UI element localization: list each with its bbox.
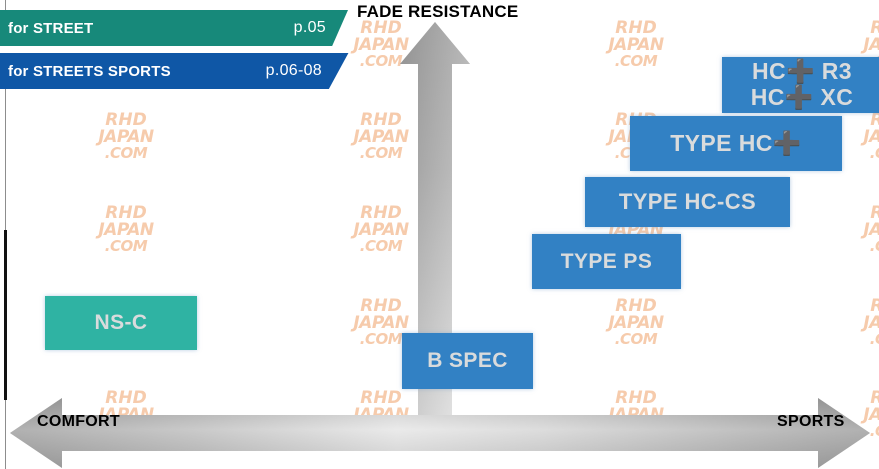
product-box-label: B SPEC xyxy=(427,349,508,373)
vertical-axis-arrow xyxy=(400,22,470,442)
left-axis-rule-bold xyxy=(4,230,7,400)
banner-divider xyxy=(0,46,346,53)
product-box-ns-c[interactable]: NS-C xyxy=(45,296,197,350)
banner-page-ref: p.05 xyxy=(293,19,326,36)
banner-label: for STREET xyxy=(8,19,94,37)
product-box-label: HC➕ R3 HC➕ XC xyxy=(750,58,854,111)
chart-title: FADE RESISTANCE xyxy=(357,2,519,21)
product-box-type-hc-plus[interactable]: TYPE HC➕ xyxy=(630,116,842,171)
product-box-label: TYPE HC-CS xyxy=(618,188,757,214)
product-box-type-ps[interactable]: TYPE PS xyxy=(532,234,681,289)
product-box-label: TYPE HC➕ xyxy=(670,129,802,156)
product-box-label-line1: HC➕ R3 xyxy=(751,58,853,85)
horizontal-axis-arrow xyxy=(10,398,870,468)
axis-label-comfort: COMFORT xyxy=(37,413,120,430)
axis-label-sports: SPORTS xyxy=(777,413,845,430)
product-box-label: TYPE PS xyxy=(560,249,653,273)
product-box-label-line2: HC➕ XC xyxy=(750,84,854,110)
product-box-type-hc-cs[interactable]: TYPE HC-CS xyxy=(585,177,790,227)
product-box-b-spec[interactable]: B SPEC xyxy=(402,333,533,389)
banner-label: for STREETS SPORTS xyxy=(8,62,171,80)
banner-for-street[interactable]: for STREET p.05 xyxy=(0,10,348,46)
product-box-hc-plus-r3-xc[interactable]: HC➕ R3 HC➕ XC xyxy=(722,57,879,113)
banner-for-streets-sports[interactable]: for STREETS SPORTS p.06-08 xyxy=(0,53,349,89)
product-box-label: NS-C xyxy=(94,311,148,335)
banner-page-ref: p.06-08 xyxy=(265,62,322,79)
